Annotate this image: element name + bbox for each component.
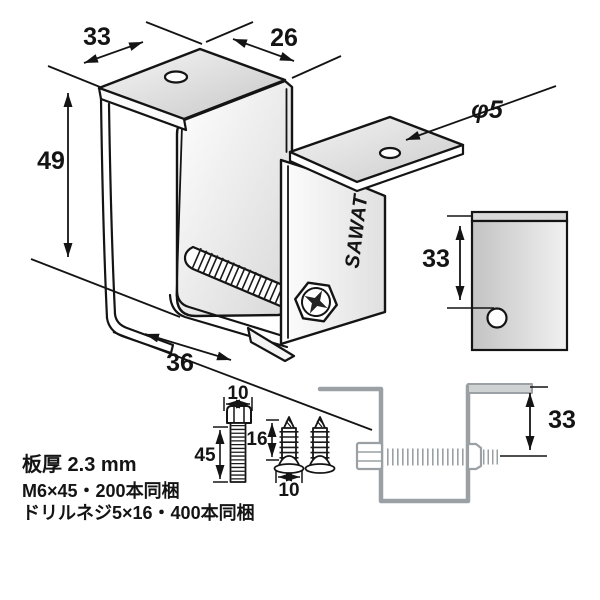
side-view: 33 [422,210,569,352]
screw1-tip-flutes [285,418,294,428]
hex-bolt-head [294,281,338,323]
left-outer-edge [99,97,109,320]
drill-screw-2 [304,416,336,474]
hardware-bolt: 10 45 [194,383,253,483]
dim-label-49: 49 [37,147,65,175]
ext-line-33-left [47,65,101,88]
profile-bolt-head-facets [357,451,382,462]
left-bottom-fold-outer [105,316,173,355]
note-plate-thickness: 板厚 2.3 mm [22,452,136,476]
left-bottom-fold-inner [113,312,175,355]
dim-arrow-36 [144,333,232,361]
threaded-rod-threads [191,247,295,310]
note-screw-included: ドリルネジ5×16・400本同梱 [22,502,255,523]
screw-dim16-label: 16 [246,429,267,450]
main-view-dimensions [30,21,557,431]
drill-screw-1 [273,416,305,474]
lower-flange-thickness [288,143,465,193]
web-left-fold-line [175,125,183,297]
top-plate-hole [163,70,189,84]
profile-outline [317,383,471,504]
dim-label-26: 26 [270,24,298,52]
screw2-tip-flutes [316,418,325,428]
screw-dim10-label: 10 [278,480,299,501]
phillips-cross-icon [304,290,328,314]
bolt-dim45-label: 45 [194,445,216,466]
screw2-head-flange [304,463,336,474]
dim-label-phi5: φ5 [471,96,504,124]
leader-phi5 [405,85,557,141]
bolt-head [226,405,252,424]
side-view-dim-label: 33 [422,245,450,273]
threaded-rod [183,245,295,313]
right-wall-bottom-lip [246,326,296,363]
left-inner-edge [107,102,117,316]
channel-bottom-inner [175,290,285,338]
bolt-head-facets [233,407,245,423]
ext-line-26-right [291,55,342,79]
profile-nut [466,442,483,471]
spec-notes: 板厚 2.3 mm M6×45・200本同梱 ドリルネジ5×16・400本同梱 [22,452,255,523]
profile-right-flange [467,383,533,394]
lower-flange-hole [378,146,402,160]
profile-bolt-head [355,441,384,471]
bolt-washer-circle [301,287,331,317]
ext-line-26-left [205,21,254,43]
screw1-head-dome [278,455,300,466]
screw1-head-flange [273,463,305,474]
screw2-head-dome [309,455,331,466]
main-isometric-view: SAWAT [97,47,465,363]
dim-arrow-26 [232,38,295,62]
side-view-hole [486,307,508,329]
dim-label-36: 36 [166,349,194,377]
side-view-plate [470,219,569,352]
bolt-dim10-label: 10 [227,383,248,404]
note-bolt-included: M6×45・200本同梱 [22,480,180,501]
top-plate-front-lip [97,86,188,132]
side-view-top-strip [470,210,569,223]
profile-dim-label: 33 [548,406,576,434]
ext-line-36-upper [30,258,181,318]
profile-view: 33 [317,383,576,504]
dim-arrow-33 [83,41,144,64]
hardware-screws: 16 10 [246,416,336,501]
ext-line-33-right [145,21,203,45]
dim-label-33-top: 33 [83,23,111,51]
channel-bottom-outer [168,293,289,349]
